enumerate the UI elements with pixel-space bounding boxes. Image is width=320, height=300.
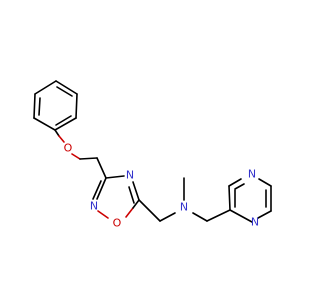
oxadiazole-ring [92, 175, 140, 219]
double-bond [234, 183, 245, 190]
bond [79, 157, 98, 160]
bond [55, 80, 78, 95]
bond [71, 153, 81, 160]
pyrazine-n4-label: N [251, 216, 259, 229]
bond [33, 93, 36, 119]
double-bond [92, 180, 102, 200]
molecule-diagram: O N N O N N N [33, 80, 272, 230]
structure-svg: O N N O N N N [33, 80, 272, 230]
oxadiazole-n4-label: N [126, 169, 134, 182]
pyrazine-ring [228, 178, 272, 223]
bond [105, 175, 125, 179]
double-bond [38, 97, 41, 116]
bond [33, 117, 56, 131]
double-bond [55, 115, 72, 126]
bond [228, 185, 231, 211]
bond [229, 209, 253, 223]
double-bond [96, 177, 107, 200]
double-bond [56, 86, 73, 97]
bond [159, 212, 176, 222]
ether-oxygen-label: O [64, 142, 73, 155]
amine-nitrogen-label: N [180, 201, 188, 214]
double-bond [128, 186, 135, 204]
pyrazine-n1-label: N [248, 168, 256, 181]
bond [192, 212, 208, 222]
bond [58, 135, 65, 143]
bond [75, 93, 78, 119]
bond [97, 210, 109, 219]
bond [54, 117, 77, 131]
bond [228, 178, 242, 187]
phenyl-ring [33, 80, 78, 131]
bond [54, 129, 60, 137]
atom-labels: O N N O N N N [64, 142, 259, 230]
bond [96, 157, 107, 179]
bond [257, 210, 272, 219]
bond [125, 207, 134, 218]
oxadiazole-n2-label: N [90, 200, 98, 213]
bond [258, 178, 272, 187]
oxadiazole-o1-label: O [113, 217, 122, 230]
bond [138, 199, 161, 222]
bond [34, 80, 57, 95]
bond [206, 209, 231, 222]
bond [132, 199, 140, 209]
double-bond [132, 181, 140, 201]
